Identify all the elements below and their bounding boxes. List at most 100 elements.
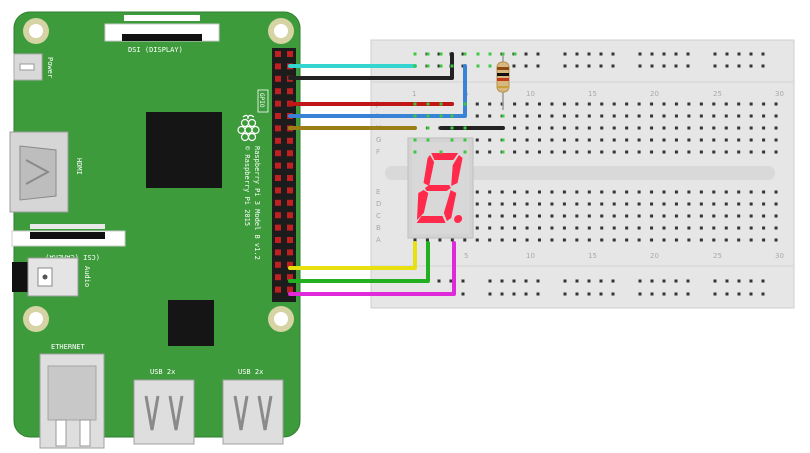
rail-hole[interactable] [575, 279, 579, 283]
rail-hole[interactable] [638, 292, 642, 296]
rail-hole[interactable] [638, 279, 642, 283]
breadboard-hole[interactable] [737, 238, 741, 242]
breadboard-hole[interactable] [500, 238, 504, 242]
breadboard-hole[interactable] [600, 214, 604, 218]
breadboard-hole[interactable] [674, 214, 678, 218]
breadboard-hole[interactable] [475, 102, 479, 106]
gpio-pin[interactable] [275, 100, 281, 107]
breadboard-hole[interactable] [662, 126, 666, 130]
breadboard-hole[interactable] [500, 102, 504, 106]
gpio-pin[interactable] [275, 88, 281, 95]
breadboard-hole[interactable] [712, 150, 716, 154]
breadboard-hole[interactable] [587, 226, 591, 230]
breadboard-hole[interactable] [562, 238, 566, 242]
rail-hole[interactable] [575, 64, 579, 68]
breadboard-hole[interactable] [699, 226, 703, 230]
breadboard-hole[interactable] [538, 126, 541, 130]
gpio-pin[interactable] [275, 162, 281, 169]
gpio-pin[interactable] [287, 249, 293, 256]
breadboard-hole[interactable] [687, 138, 691, 142]
breadboard-hole[interactable] [699, 114, 703, 118]
breadboard-hole[interactable] [662, 226, 666, 230]
breadboard-hole[interactable] [662, 102, 666, 106]
rail-hole[interactable] [725, 292, 729, 296]
rail-hole[interactable] [611, 279, 615, 283]
breadboard-hole[interactable] [674, 190, 678, 194]
breadboard-hole[interactable] [550, 190, 554, 194]
breadboard-hole[interactable] [712, 102, 716, 106]
breadboard-hole[interactable] [625, 138, 629, 142]
breadboard-hole[interactable] [575, 226, 579, 230]
breadboard-hole[interactable] [587, 150, 591, 154]
gpio-pin[interactable] [275, 63, 281, 70]
breadboard-hole[interactable] [488, 226, 492, 230]
breadboard-hole[interactable] [550, 150, 554, 154]
rail-hole[interactable] [575, 292, 579, 296]
breadboard-hole[interactable] [488, 238, 492, 242]
breadboard-hole[interactable] [513, 102, 517, 106]
breadboard-hole[interactable] [674, 126, 678, 130]
rail-hole[interactable] [536, 52, 540, 56]
rail-hole[interactable] [725, 52, 729, 56]
rail-hole[interactable] [449, 279, 453, 283]
breadboard-hole[interactable] [525, 138, 529, 142]
gpio-pin[interactable] [287, 261, 293, 268]
rail-hole[interactable] [674, 292, 678, 296]
rail-hole[interactable] [638, 64, 642, 68]
rail-hole[interactable] [587, 52, 591, 56]
rail-hole[interactable] [524, 64, 528, 68]
breadboard-hole[interactable] [712, 126, 716, 130]
rail-hole[interactable] [725, 64, 729, 68]
breadboard-hole[interactable] [637, 150, 641, 154]
rail-hole[interactable] [587, 64, 591, 68]
breadboard-hole[interactable] [625, 150, 629, 154]
rail-hole[interactable] [563, 64, 567, 68]
breadboard-hole[interactable] [612, 226, 616, 230]
gpio-pin[interactable] [275, 113, 281, 119]
breadboard-hole[interactable] [625, 102, 629, 106]
gpio-pin[interactable] [275, 286, 281, 293]
breadboard-hole[interactable] [612, 114, 616, 118]
breadboard-hole[interactable] [575, 238, 579, 242]
breadboard-hole[interactable] [687, 114, 691, 118]
breadboard-hole[interactable] [562, 202, 566, 206]
breadboard-hole[interactable] [475, 214, 479, 218]
gpio-pin[interactable] [275, 249, 281, 256]
breadboard-hole[interactable] [475, 202, 479, 206]
rail-hole[interactable] [749, 292, 753, 296]
breadboard-hole[interactable] [600, 114, 604, 118]
breadboard-hole[interactable] [662, 202, 666, 206]
breadboard-hole[interactable] [749, 202, 753, 206]
breadboard-hole[interactable] [600, 150, 604, 154]
breadboard-hole[interactable] [699, 126, 703, 130]
breadboard-hole[interactable] [749, 126, 753, 130]
breadboard-hole[interactable] [600, 238, 604, 242]
breadboard-hole[interactable] [737, 114, 741, 118]
breadboard-hole[interactable] [737, 202, 741, 206]
breadboard-hole[interactable] [699, 202, 703, 206]
breadboard-hole[interactable] [488, 138, 492, 142]
breadboard-hole[interactable] [550, 202, 554, 206]
breadboard-hole[interactable] [699, 150, 703, 154]
rail-hole[interactable] [662, 52, 666, 56]
rail-hole[interactable] [650, 64, 654, 68]
breadboard-hole[interactable] [662, 238, 666, 242]
breadboard-hole[interactable] [525, 226, 529, 230]
breadboard-hole[interactable] [712, 138, 716, 142]
breadboard-hole[interactable] [575, 126, 579, 130]
wire-blue[interactable] [288, 64, 467, 118]
breadboard-hole[interactable] [538, 102, 541, 106]
breadboard-hole[interactable] [737, 214, 741, 218]
gpio-pin[interactable] [287, 212, 293, 219]
breadboard-hole[interactable] [674, 226, 678, 230]
breadboard-hole[interactable] [525, 190, 529, 194]
rail-hole[interactable] [512, 292, 516, 296]
rail-hole[interactable] [536, 292, 540, 296]
breadboard-hole[interactable] [762, 226, 766, 230]
breadboard-hole[interactable] [737, 102, 741, 106]
breadboard-hole[interactable] [538, 214, 541, 218]
rail-hole[interactable] [674, 52, 678, 56]
breadboard-hole[interactable] [562, 214, 566, 218]
breadboard-hole[interactable] [538, 150, 541, 154]
breadboard-hole[interactable] [475, 190, 479, 194]
